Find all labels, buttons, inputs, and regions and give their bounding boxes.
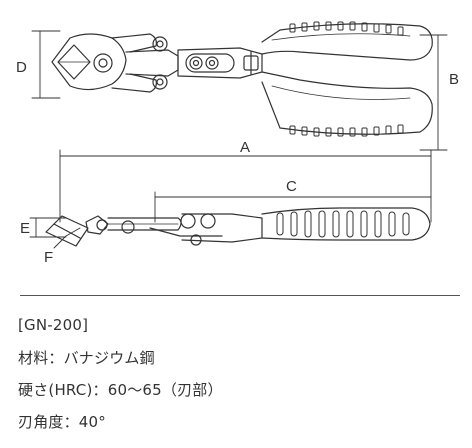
dim-label-b: B	[449, 71, 459, 88]
lower-handle-ribs	[289, 124, 404, 137]
dim-line-d	[31, 30, 61, 99]
side-handle-ribs	[276, 210, 410, 238]
model-number: [GN-200]	[18, 316, 89, 334]
lower-handle	[261, 71, 433, 135]
center-link	[177, 47, 263, 79]
dim-line-b	[419, 34, 448, 151]
dim-line-a	[59, 149, 432, 223]
dim-label-e: E	[20, 220, 30, 237]
material-spec: 材料：バナジウム鋼	[18, 349, 155, 367]
section-divider	[20, 295, 460, 296]
dim-label-f: F	[44, 249, 53, 266]
dim-line-f	[53, 227, 81, 249]
side-handle	[261, 207, 431, 241]
upper-handle-ribs	[289, 21, 404, 36]
dim-label-c: C	[286, 178, 297, 195]
cutter-head	[51, 33, 179, 93]
tool-diagram: D B A C E F	[16, 21, 459, 266]
dim-label-d: D	[16, 59, 27, 76]
upper-handle	[261, 23, 433, 61]
dim-label-a: A	[240, 139, 250, 156]
top-view-cutter	[31, 21, 448, 151]
side-view-cutter	[29, 149, 432, 249]
dim-line-c	[154, 191, 432, 223]
hardness-spec: 硬さ(HRC)：60〜65（刃部）	[18, 381, 223, 399]
edge-angle-spec: 刃角度：40°	[18, 413, 106, 431]
side-arms	[107, 213, 263, 246]
side-jaw	[45, 215, 135, 247]
